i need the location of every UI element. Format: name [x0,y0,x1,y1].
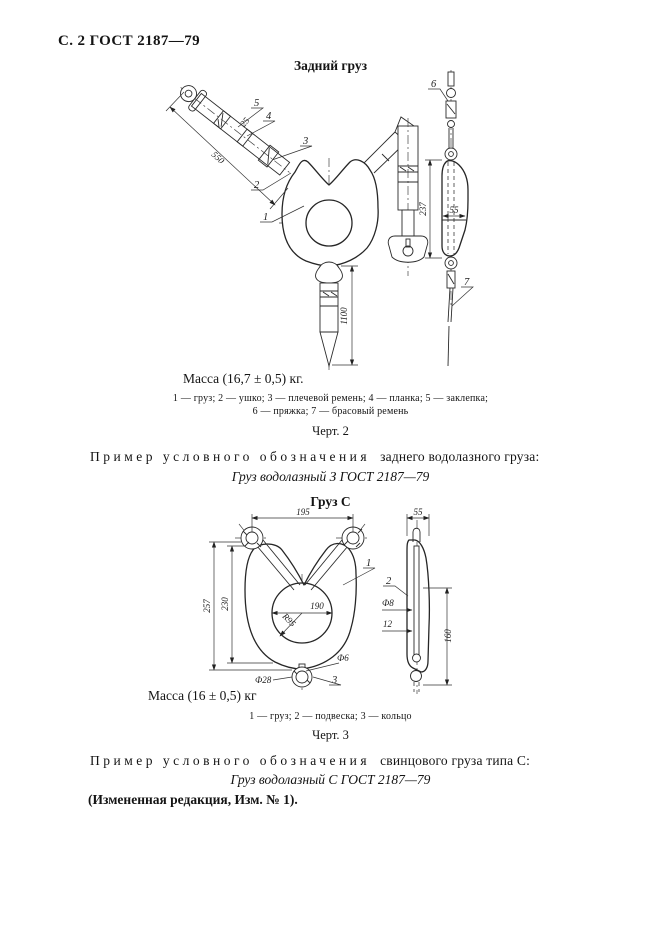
fig3-dim-12: 12 [382,619,413,634]
figure3-title: Груз С [310,494,351,509]
fig3-profile-body [406,539,431,673]
fig2-profile-body [441,159,469,257]
svg-text:190: 190 [310,601,324,611]
fig2-shoulder-strap [180,85,291,176]
svg-text:237: 237 [418,202,428,216]
example3-lead: Пример условного обозначения [90,753,371,768]
figure3-drawing: 195 257 230 190 [202,507,453,694]
svg-text:3: 3 [302,136,308,147]
fig3-weight-body [244,542,357,670]
fig2-center-hole [305,199,353,247]
example2-line: Пример условного обозначения заднего водо… [90,449,539,465]
fig3-dim-f8: Ф8 [382,598,413,613]
svg-text:4: 4 [266,111,272,122]
example2-lead: Пример условного обозначения [90,449,371,464]
fig3-dim-160: 160 [423,587,453,686]
svg-text:12: 12 [383,619,393,629]
figure3-legend: 1 — груз; 2 — подвеска; 3 — кольцо [249,711,412,722]
svg-text:550: 550 [210,149,227,166]
page-header: С. 2 ГОСТ 2187—79 [58,33,200,49]
svg-text:257: 257 [202,599,212,613]
svg-text:Ф6: Ф6 [337,653,349,663]
svg-text:1: 1 [366,558,371,569]
svg-text:2: 2 [386,576,392,587]
fig3-top-rings [240,526,365,550]
figure3-mass: Масса (16 ± 0,5) кг [148,688,257,703]
figure2-title: Задний груз [293,58,368,73]
svg-text:55: 55 [414,507,424,517]
fig2-main-view: 550 2 5 [165,85,429,370]
fig3-dim-257: 257 [202,541,292,671]
fig2-callout-7: 7 [464,277,470,288]
fig2-side-view: 6 55 237 [418,70,474,367]
amendment-note: (Измененная редакция, Изм. № 1). [88,792,298,807]
svg-text:3: 3 [331,675,337,686]
example2-designation: Груз водолазный З ГОСТ 2187—79 [231,469,430,484]
fig2-dim-237: 237 [418,159,442,259]
fig2-weight-body [281,159,379,267]
svg-text:2: 2 [254,180,260,191]
fig2-dim-55: 55 [442,205,466,219]
fig3-callout-2: 2 [383,576,409,597]
fig2-callout-6: 6 [431,79,437,90]
fig3-bottom-ring [291,663,313,688]
fig2-right-strap [363,116,429,276]
svg-text:1: 1 [263,212,268,223]
fig3-dim-f6: Ф6 [305,653,349,672]
svg-text:55: 55 [450,205,460,215]
fig2-bottom-strap [315,261,343,368]
fig3-dim-230: 230 [220,545,273,664]
svg-text:Ф28: Ф28 [255,675,272,685]
fig2-dim-1100: 1100 [332,265,358,366]
example3-tail: свинцового груза типа С: [380,753,531,768]
fig2-dim-550: 550 [165,91,289,210]
fig3-front-view: 195 257 230 190 [202,507,376,692]
fig2-callouts: 5 4 3 2 1 [237,98,313,223]
svg-text:230: 230 [220,597,230,611]
fig3-callout-1: 1 [342,558,376,586]
figure2-legend-line2: 6 — пряжка; 7 — брасовый ремень [252,406,409,417]
svg-text:195: 195 [296,507,310,517]
fig3-dim-55: 55 [406,507,430,536]
figure2-legend-line1: 1 — груз; 2 — ушко; 3 — плечевой ремень;… [172,393,489,404]
example3-line: Пример условного обозначения свинцового г… [90,753,530,769]
example2-tail: заднего водолазного груза: [380,449,540,464]
figure3-caption: Черт. 3 [312,728,349,742]
figure2-drawing: 550 2 5 [165,70,474,370]
example3-designation: Груз водолазный С ГОСТ 2187—79 [230,772,431,787]
svg-text:5: 5 [254,98,259,109]
figure2-caption: Черт. 2 [312,424,349,438]
fig3-dim-f28: Ф28 [255,675,293,685]
fig3-dim-195: 195 [251,507,354,532]
fig3-side-view: 55 2 Ф8 12 160 [382,507,453,694]
svg-text:Ф8: Ф8 [382,598,394,608]
svg-text:160: 160 [443,629,453,643]
fig3-callout-3: 3 [312,675,342,686]
figure2-mass: Масса (16,7 ± 0,5) кг. [183,371,304,386]
svg-text:1100: 1100 [339,307,349,325]
